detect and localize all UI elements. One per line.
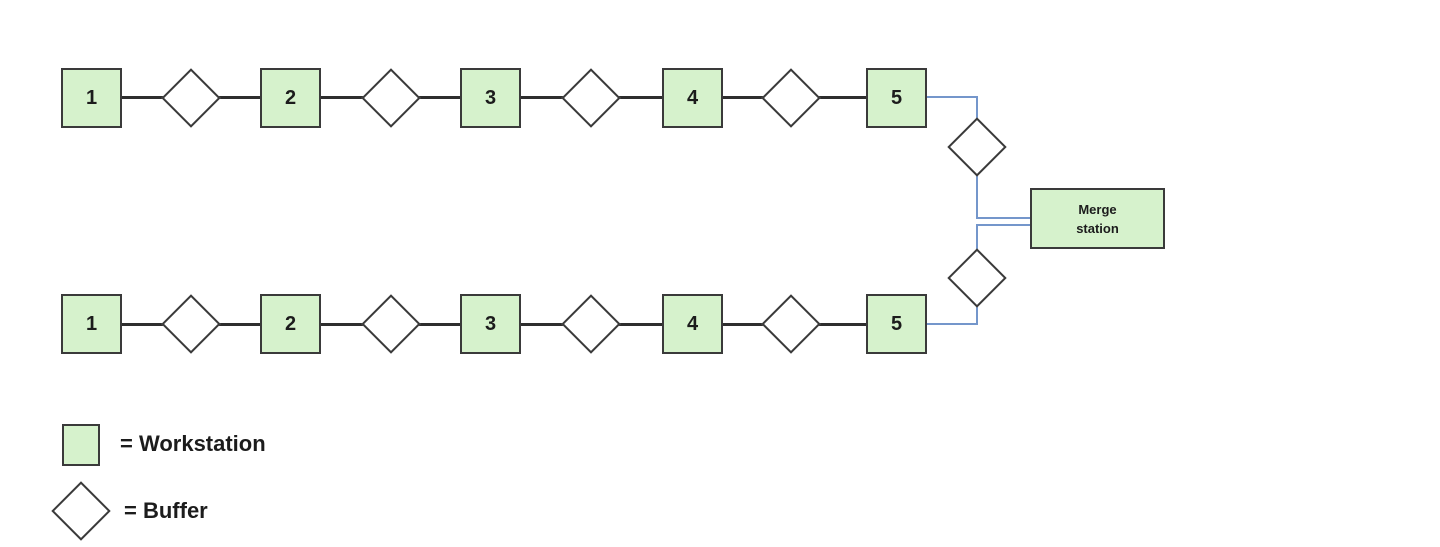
workstation-label: 2 — [284, 86, 297, 109]
buffer-diamond-top-3 — [561, 68, 621, 128]
workstation-label: 1 — [85, 312, 98, 335]
workstation-label: 4 — [686, 86, 699, 109]
legend-buffer-label: = Buffer — [124, 498, 208, 523]
workstation-box-bottom-3: 3 — [460, 294, 521, 354]
workstation-box-top-1: 1 — [61, 68, 122, 128]
bottom-merge-connector-h2 — [976, 224, 1030, 226]
top-merge-connector-h1 — [926, 96, 978, 98]
workstation-label: 4 — [686, 312, 699, 335]
workstation-label: 5 — [890, 86, 903, 109]
workstation-label: 3 — [484, 312, 497, 335]
bottom-merge-connector-h1 — [926, 323, 978, 325]
legend-workstation-swatch — [62, 424, 100, 466]
legend-buffer-swatch — [51, 481, 111, 541]
merge-station-label-line2: station — [1076, 220, 1119, 236]
buffer-diamond-top-1 — [161, 68, 221, 128]
merge-station-label-line1: Merge — [1078, 201, 1117, 217]
top-merge-connector-h2 — [976, 217, 1030, 219]
workstation-label: 5 — [890, 312, 903, 335]
workstation-label: 1 — [85, 86, 98, 109]
buffer-diamond-merge-top — [947, 117, 1007, 177]
buffer-diamond-bottom-1 — [161, 294, 221, 354]
buffer-diamond-bottom-4 — [761, 294, 821, 354]
buffer-diamond-top-2 — [361, 68, 421, 128]
workstation-box-top-4: 4 — [662, 68, 723, 128]
workstation-box-bottom-5: 5 — [866, 294, 927, 354]
workstation-box-bottom-2: 2 — [260, 294, 321, 354]
buffer-diamond-top-4 — [761, 68, 821, 128]
workstation-label: 2 — [284, 312, 297, 335]
legend-workstation-label: = Workstation — [120, 431, 266, 456]
workstation-label: 3 — [484, 86, 497, 109]
buffer-diamond-merge-bottom — [947, 248, 1007, 308]
workstation-box-bottom-1: 1 — [61, 294, 122, 354]
buffer-diamond-bottom-3 — [561, 294, 621, 354]
merge-station-box: Merge station — [1030, 188, 1165, 249]
buffer-diamond-bottom-2 — [361, 294, 421, 354]
workstation-box-bottom-4: 4 — [662, 294, 723, 354]
workstation-box-top-2: 2 — [260, 68, 321, 128]
workstation-box-top-5: 5 — [866, 68, 927, 128]
workstation-box-top-3: 3 — [460, 68, 521, 128]
